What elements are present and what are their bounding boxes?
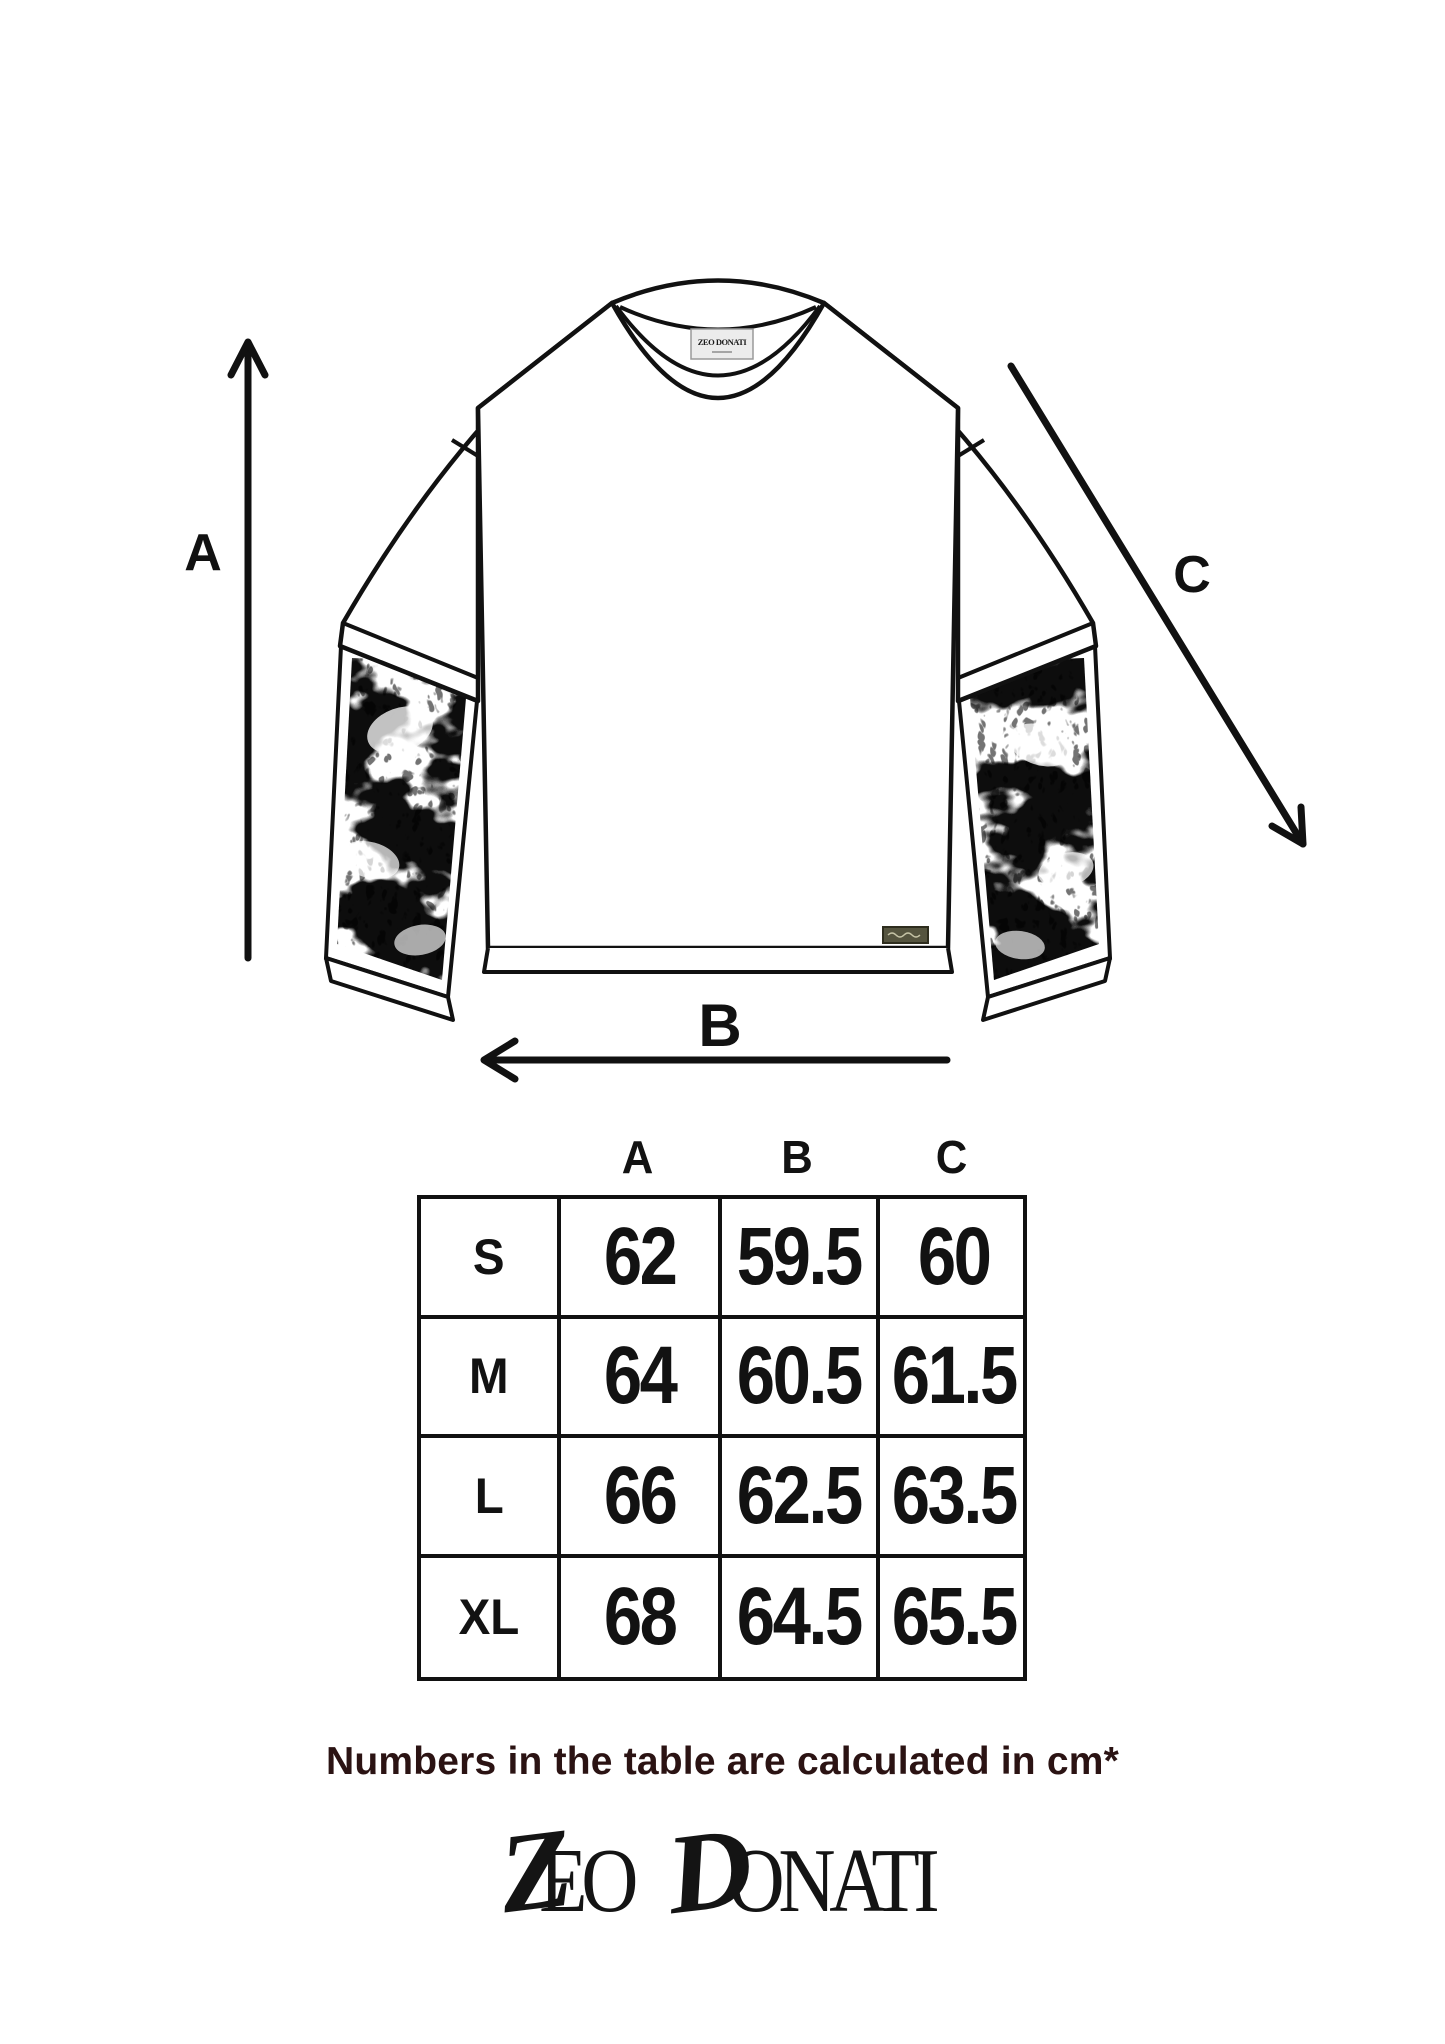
measure-label-a: A: [184, 524, 222, 582]
col-header-blank: [421, 1108, 554, 1186]
right-sleeve-cherub-print: [970, 658, 1099, 980]
cell-xl-c: 65.5: [891, 1571, 1019, 1663]
cell-m-b: 60.5: [722, 1318, 880, 1438]
measurement-arrow-b: [480, 1037, 951, 1083]
crew-collar: ZEO DONATI: [609, 278, 827, 400]
cell-xl-a: 68: [561, 1557, 722, 1677]
col-header-b: B: [781, 1131, 813, 1183]
left-sleeve-cherub-print: [337, 658, 466, 980]
cell-m-a: 64: [561, 1318, 722, 1438]
col-header-a: A: [621, 1131, 654, 1183]
size-table-header: A B C: [417, 1108, 1027, 1186]
row-l-label: L: [421, 1438, 561, 1558]
logo-eo: EO: [538, 1831, 638, 1932]
cell-s-a: 62: [561, 1199, 722, 1319]
row-s-label: S: [421, 1199, 561, 1319]
measurement-arrow-a: [227, 338, 269, 962]
row-m-label: M: [421, 1318, 561, 1438]
col-header-c: C: [935, 1131, 968, 1183]
units-footnote: Numbers in the table are calculated in c…: [326, 1740, 1119, 1783]
brand-logo: Z EO D ONATI: [0, 1803, 1445, 1938]
tee-body: [450, 300, 986, 974]
size-chart-table: S 62 59.5 60 M 64 60.5 61.5 L 66 62.5 63…: [417, 1195, 1027, 1681]
row-xl-label: XL: [421, 1557, 561, 1677]
cell-l-b: 62.5: [722, 1438, 880, 1558]
left-long-sleeve: [323, 643, 480, 1022]
neck-brand-label: ZEO DONATI: [690, 328, 754, 360]
measure-label-b: B: [698, 992, 741, 1059]
right-long-sleeve: [956, 643, 1113, 1022]
cell-l-a: 66: [561, 1438, 722, 1558]
cell-l-c: 63.5: [880, 1438, 1027, 1558]
cell-s-c: 60: [880, 1199, 1027, 1319]
cell-xl-b: 64.5: [722, 1557, 880, 1677]
measurement-arrow-c: [1007, 362, 1307, 848]
measure-label-c: C: [1173, 546, 1211, 604]
garment-drawing: ZEO DONATI A C B: [184, 278, 1307, 1083]
cell-m-c: 61.5: [880, 1319, 1027, 1438]
hem-brand-label: [882, 926, 929, 944]
neck-label-text: ZEO DONATI: [698, 337, 748, 347]
logo-onati: ONATI: [727, 1831, 940, 1932]
cell-s-b: 59.5: [722, 1199, 880, 1319]
